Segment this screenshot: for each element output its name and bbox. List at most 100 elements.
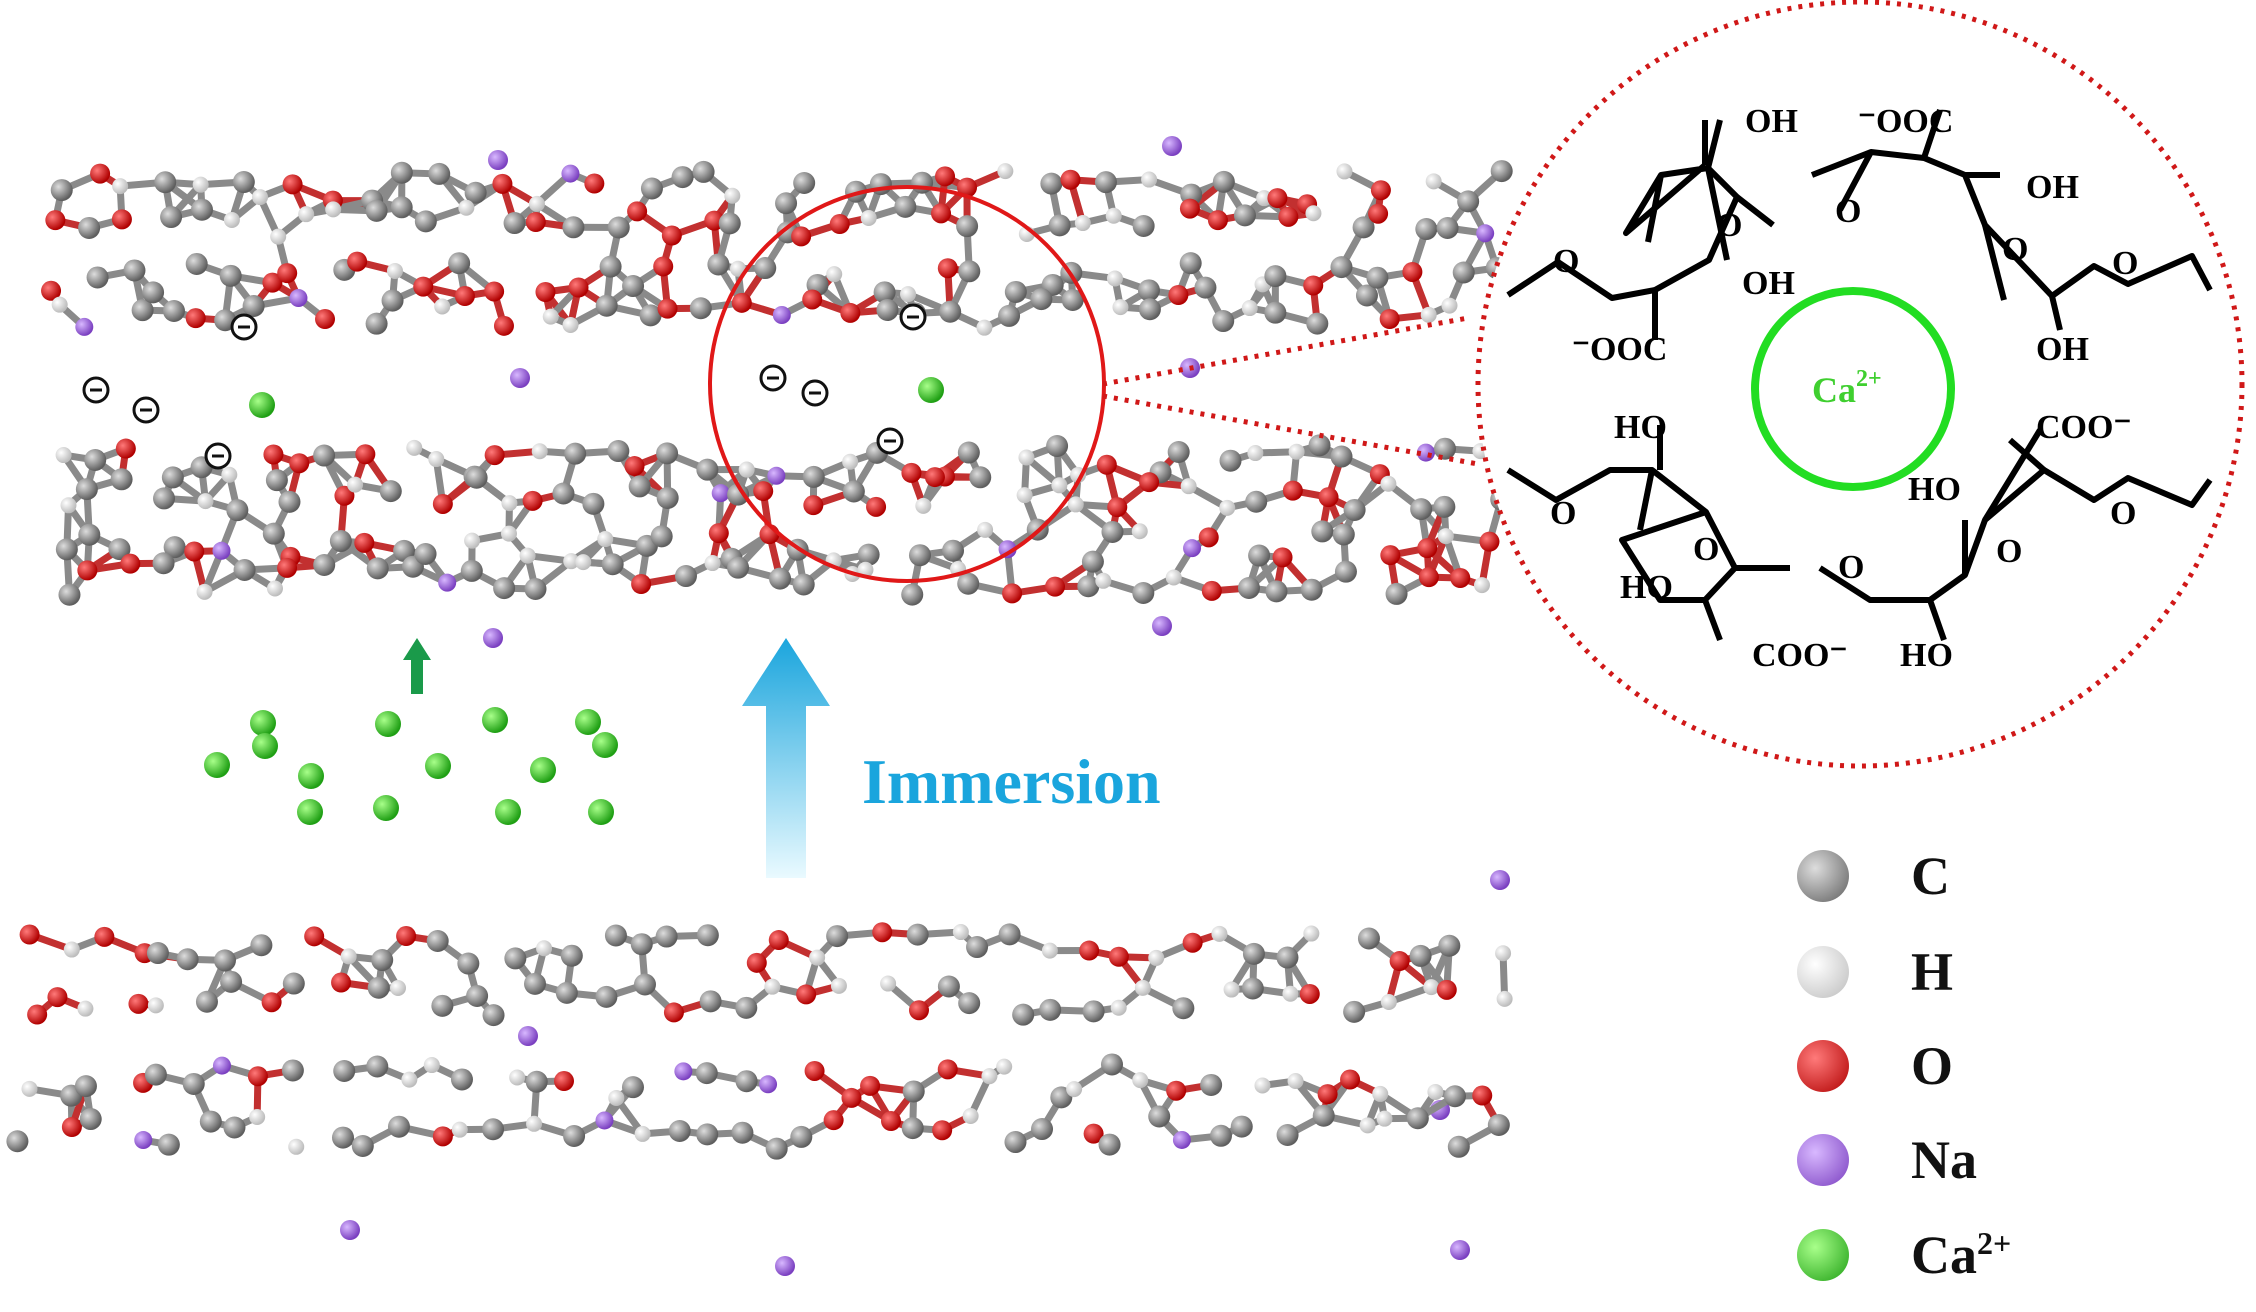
atom-c	[1438, 935, 1460, 957]
atom-h	[976, 320, 992, 336]
atom-o	[840, 303, 860, 323]
atom-c	[154, 171, 176, 193]
atom-c	[504, 212, 526, 234]
atom-c	[482, 1118, 504, 1140]
atom-h	[1135, 980, 1151, 996]
label-ho-bottom-left: HO	[1614, 409, 1667, 446]
atom-c	[909, 544, 931, 566]
atom-h	[1132, 1072, 1148, 1088]
atom-c	[163, 300, 185, 322]
label-ooc-top-right: ⁻OOC	[1858, 103, 1953, 140]
atom-c	[367, 557, 389, 579]
atom-c	[1277, 1124, 1299, 1146]
atom-c	[234, 559, 256, 581]
atom-o	[803, 495, 823, 515]
atom-c	[697, 924, 719, 946]
calcium-ion	[298, 763, 324, 789]
atom-o	[1303, 275, 1323, 295]
calcium-ion	[204, 752, 230, 778]
atom-h	[452, 1122, 468, 1138]
atom-c	[87, 266, 109, 288]
atom-o	[184, 541, 204, 561]
atom-c	[1231, 1116, 1253, 1138]
atom-c	[1083, 1000, 1105, 1022]
atom-c	[1133, 215, 1155, 237]
atom-o	[1371, 180, 1391, 200]
atom-h	[724, 188, 740, 204]
calcium-ion	[592, 732, 618, 758]
atom-h	[52, 297, 68, 313]
atom-o	[116, 439, 136, 459]
atom-c	[75, 1075, 97, 1097]
atom-c	[1311, 520, 1333, 542]
atom-c	[1358, 927, 1380, 949]
atom-h	[1141, 172, 1157, 188]
atom-h	[861, 210, 877, 226]
atom-h	[1372, 1086, 1388, 1102]
atom-h	[347, 477, 363, 493]
atom-c	[1366, 267, 1388, 289]
atom-h	[1441, 298, 1457, 314]
atom-c	[263, 523, 285, 545]
atom-o	[45, 210, 65, 230]
atom-c	[461, 560, 483, 582]
atom-h	[532, 443, 548, 459]
atom-o	[1168, 285, 1188, 305]
atom-h	[1289, 444, 1305, 460]
atom-h	[1360, 1117, 1376, 1133]
atom-h	[1017, 487, 1033, 503]
atom-c	[457, 953, 479, 975]
atom-c	[607, 440, 629, 462]
atom-h	[1095, 573, 1111, 589]
atom-c	[1407, 1107, 1429, 1129]
atom-c	[1101, 1053, 1123, 1075]
label-ho-bottom-low-left: HO	[1620, 569, 1673, 606]
atom-h	[61, 497, 77, 513]
atom-c	[1095, 171, 1117, 193]
atom-na	[1173, 1131, 1191, 1149]
zoom-line-top	[1103, 318, 1468, 384]
legend-item-oxygen: O	[1797, 1039, 1953, 1093]
calcium-ion	[249, 392, 275, 418]
atom-h	[963, 1108, 979, 1124]
molecular-chain-bottom	[6, 922, 1512, 1159]
atom-h	[341, 948, 357, 964]
legend-oxygen-swatch	[1797, 1040, 1849, 1092]
atom-c	[391, 162, 413, 184]
atom-c	[1180, 252, 1202, 274]
atom-o	[492, 174, 512, 194]
immersion-label: Immersion	[862, 745, 1161, 819]
calcium-ion	[588, 799, 614, 825]
atom-c	[1343, 1001, 1365, 1023]
atom-c	[1453, 261, 1475, 283]
atom-h	[221, 467, 237, 483]
atom-c	[600, 256, 622, 278]
atom-c	[552, 483, 574, 505]
atom-c	[1444, 1085, 1466, 1107]
atom-c	[1276, 947, 1298, 969]
atom-h	[1336, 163, 1352, 179]
atom-o	[935, 166, 955, 186]
atom-c	[595, 986, 617, 1008]
atom-c	[1030, 288, 1052, 310]
atom-h	[739, 462, 755, 478]
calcium-ion	[530, 757, 556, 783]
atom-c	[1046, 435, 1068, 457]
label-coo-bottom-right: COO⁻	[2036, 409, 2131, 446]
atom-o	[732, 293, 752, 313]
atom-c	[111, 468, 133, 490]
atom-c	[958, 442, 980, 464]
atom-h	[900, 286, 916, 302]
atom-h	[77, 1001, 93, 1017]
atom-c	[142, 281, 164, 303]
atom-h	[842, 454, 858, 470]
sodium-atom	[488, 150, 508, 170]
ring-oxygen-7: O	[1693, 531, 1719, 568]
atom-o	[1390, 951, 1410, 971]
atom-h	[1148, 950, 1164, 966]
atom-c	[911, 172, 933, 194]
atom-h	[981, 1068, 997, 1084]
atom-c	[901, 584, 923, 606]
atom-h	[198, 493, 214, 509]
atom-o	[860, 1076, 880, 1096]
